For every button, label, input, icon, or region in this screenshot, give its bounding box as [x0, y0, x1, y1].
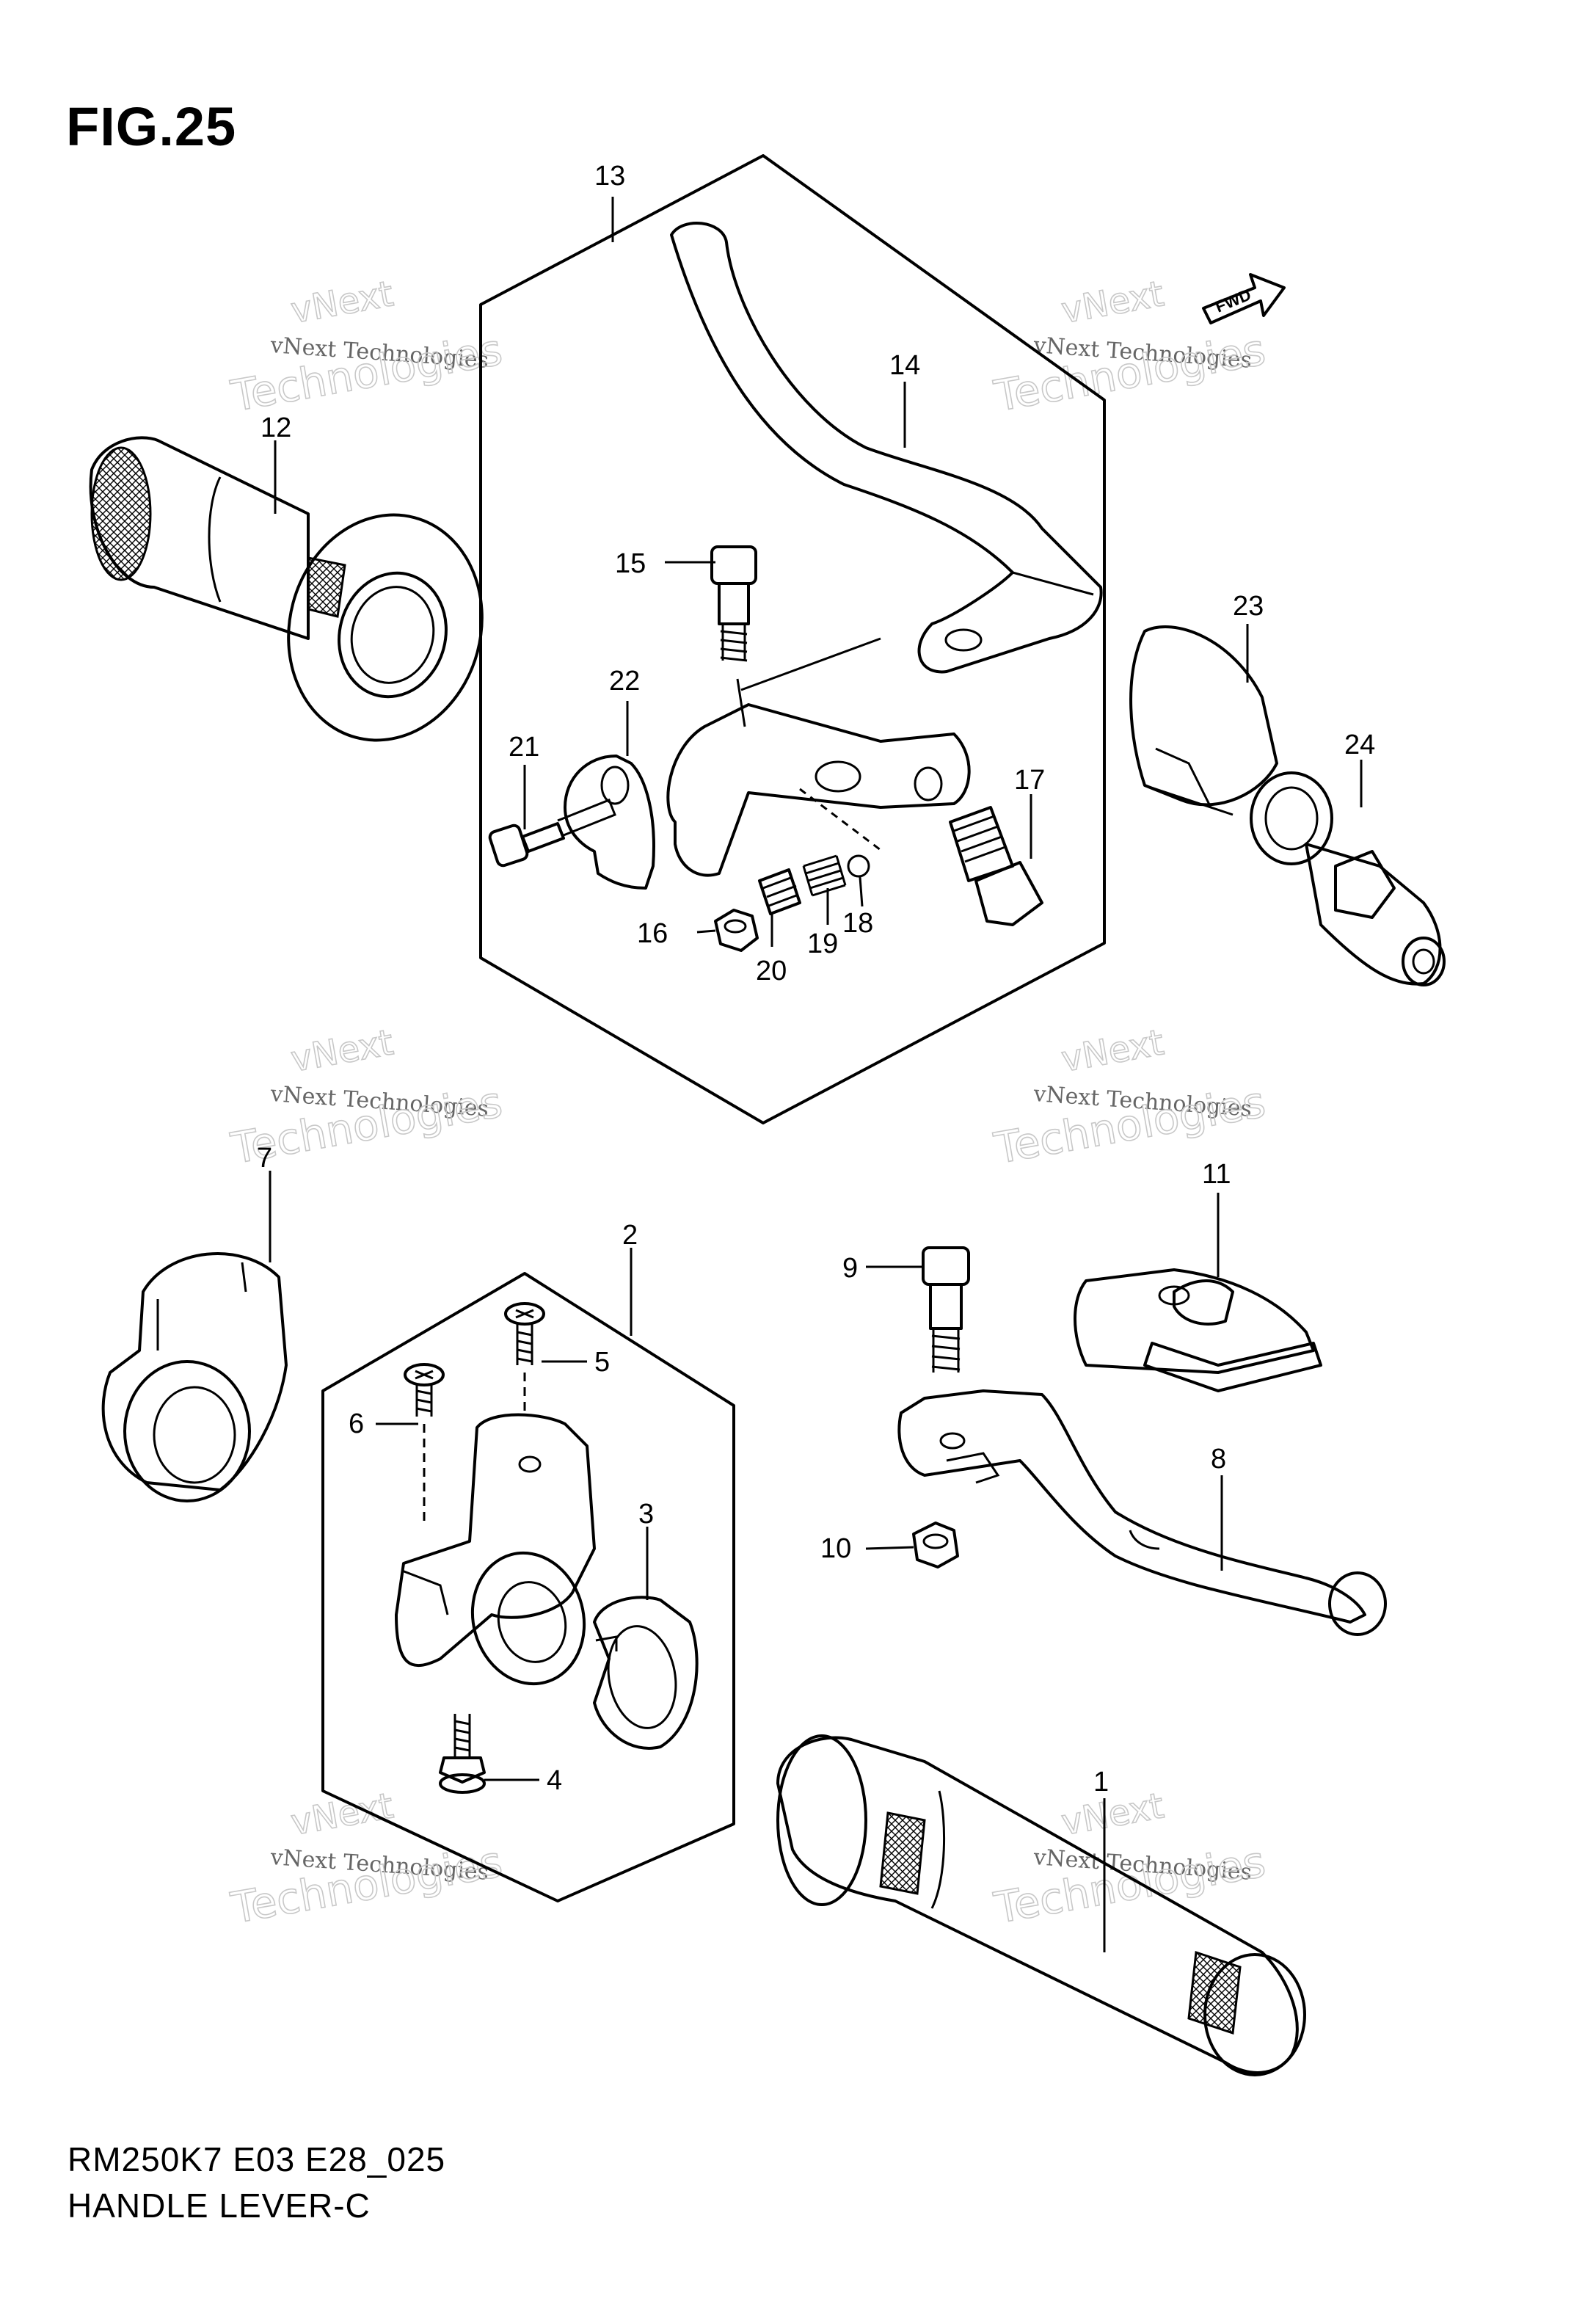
part-21-bolt	[488, 799, 616, 868]
callout-22: 22	[609, 666, 640, 697]
part-23-dust-cover	[1129, 625, 1278, 816]
watermark-top-right: vNext vNext Technologies Technologies	[990, 273, 1269, 422]
callout-12: 12	[260, 412, 291, 443]
callout-1: 1	[1093, 1767, 1109, 1797]
part-9-bolt	[922, 1246, 970, 1373]
figure-caption: HANDLE LEVER-C	[68, 2186, 371, 2225]
callout-14: 14	[889, 350, 920, 381]
callout-3: 3	[638, 1499, 654, 1530]
part-10-nut	[912, 1522, 959, 1568]
part-24-adjuster	[1250, 771, 1446, 986]
callout-17: 17	[1014, 765, 1045, 796]
fwd-arrow-icon: FWD	[1202, 273, 1286, 324]
callout-4: 4	[547, 1765, 562, 1796]
watermark-top-left: vNext vNext Technologies Technologies	[227, 273, 506, 422]
svg-text:vNext: vNext	[1058, 1785, 1167, 1844]
part-16-nut	[714, 909, 759, 952]
part-19-spring	[802, 854, 847, 897]
part-14-clutch-lever	[670, 222, 1103, 674]
svg-text:vNext: vNext	[1058, 273, 1167, 332]
callout-6: 6	[349, 1408, 364, 1439]
svg-text:vNext: vNext	[288, 1785, 396, 1844]
callout-16: 16	[637, 918, 668, 949]
part-17-cable-adjuster	[949, 806, 1043, 926]
part-18-ball	[847, 854, 870, 878]
part-5-screw	[504, 1302, 545, 1417]
svg-text:vNext: vNext	[1058, 1022, 1167, 1080]
part-4-bolt	[439, 1714, 486, 1794]
callout-18: 18	[842, 908, 873, 939]
assembly-outline-2	[321, 1272, 735, 1902]
callout-10: 10	[820, 1533, 851, 1564]
callout-numbers: 13 14 12 15 22 21 16 20 19 18 17 23 24 7…	[257, 161, 1375, 1797]
watermark-bottom-left: vNext vNext Technologies Technologies	[227, 1785, 506, 1934]
part-15-bolt	[710, 545, 757, 662]
part-7-switch-housing	[101, 1251, 288, 1502]
callout-9: 9	[842, 1253, 858, 1284]
part-8-brake-lever	[897, 1389, 1387, 1636]
callout-15: 15	[615, 548, 646, 579]
callout-11: 11	[1202, 1159, 1231, 1190]
fwd-label: FWD	[1213, 286, 1254, 316]
assembly-outline-13	[479, 154, 1106, 1124]
part-20-adjuster	[758, 868, 801, 915]
watermark-bottom-right: vNext vNext Technologies Technologies	[990, 1785, 1269, 1934]
assembly-axis-line	[799, 788, 881, 851]
part-1-right-grip	[776, 1734, 1306, 2076]
svg-text:vNext: vNext	[288, 1022, 396, 1080]
part-12-left-grip	[89, 436, 484, 742]
watermark-mid-right: vNext vNext Technologies Technologies	[990, 1022, 1269, 1174]
callout-20: 20	[756, 956, 787, 986]
callout-23: 23	[1233, 591, 1264, 622]
callout-19: 19	[807, 928, 838, 959]
callout-21: 21	[509, 732, 539, 763]
callout-8: 8	[1211, 1444, 1226, 1475]
part-22-lever-holder	[564, 637, 971, 890]
callout-7: 7	[257, 1143, 272, 1174]
model-code: RM250K7 E03 E28_025	[68, 2140, 446, 2178]
callout-24: 24	[1344, 730, 1375, 760]
callout-5: 5	[594, 1347, 610, 1378]
callout-13: 13	[594, 161, 625, 192]
figure-title: FIG.25	[66, 96, 237, 157]
svg-text:vNext: vNext	[288, 273, 396, 332]
part-3-clamp-ring	[593, 1596, 699, 1750]
part-2-switch-body	[395, 1413, 596, 1686]
part-11-lever-cover	[1074, 1268, 1322, 1392]
callout-2: 2	[622, 1220, 638, 1251]
part-6-screw	[404, 1363, 445, 1527]
leader-lines	[269, 197, 1363, 1952]
